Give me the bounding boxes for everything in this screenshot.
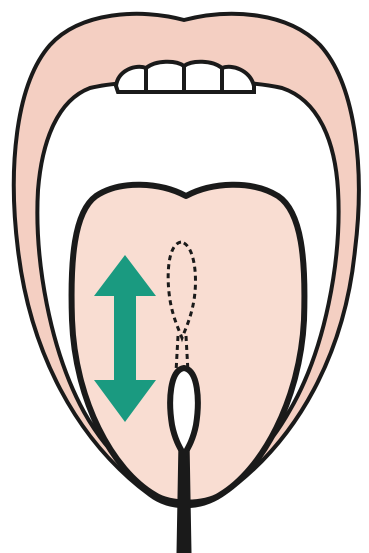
swab-tip: [170, 368, 198, 455]
tooth: [146, 62, 184, 92]
upper-teeth: [116, 62, 254, 92]
tooth: [184, 62, 222, 92]
